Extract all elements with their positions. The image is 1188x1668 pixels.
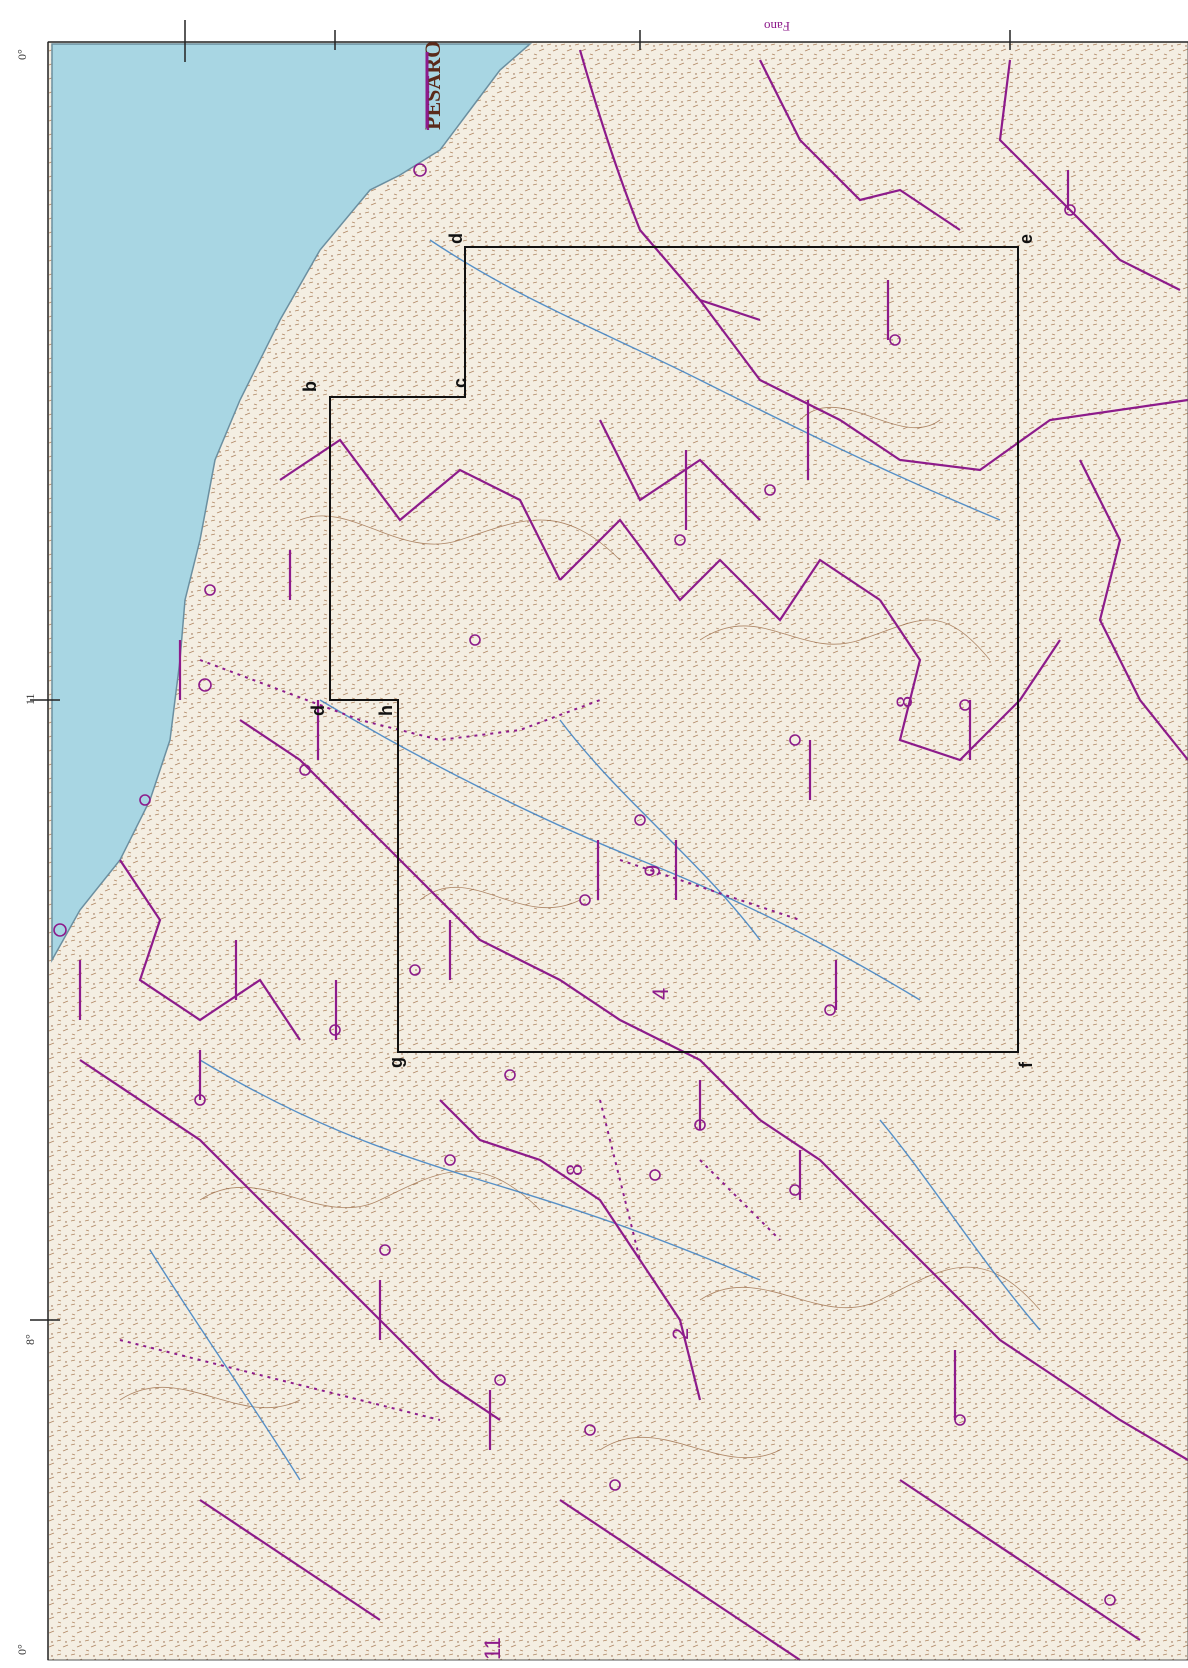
- inset-corner-d2: d: [308, 705, 328, 716]
- top-margin-note: Fano: [764, 19, 790, 34]
- region-number: 4: [648, 988, 673, 1000]
- inset-corner-d: d: [446, 233, 466, 244]
- inset-corner-f: f: [1016, 1061, 1036, 1068]
- inset-corner-g: g: [386, 1057, 406, 1068]
- left-margin-label-2: 11: [23, 693, 37, 705]
- region-number: 2: [668, 1328, 693, 1340]
- admin-borders: [79, 49, 1188, 1661]
- inset-corner-e: e: [1016, 234, 1036, 244]
- inset-corner-b: b: [300, 381, 320, 392]
- region-number: 8: [562, 1164, 587, 1176]
- left-margin-label-4: 0°: [15, 1644, 29, 1655]
- inset-corner-c: c: [450, 378, 470, 388]
- left-margin-label-1: 0°: [15, 49, 29, 60]
- admin-borders-dashed: [119, 659, 801, 1421]
- city-label: PESARO: [420, 41, 445, 130]
- region-number: 9: [640, 865, 665, 877]
- inset-corner-h: h: [376, 705, 396, 716]
- left-margin-label-3: 8°: [23, 1334, 37, 1345]
- region-number: 11: [480, 1637, 505, 1660]
- inset-frame: [329, 246, 1019, 1053]
- rivers: [149, 239, 1041, 1481]
- place-name-bars: [78, 76, 1070, 1450]
- region-number: 8: [892, 696, 917, 708]
- sea-area: [51, 43, 533, 963]
- terrain-contours: [119, 407, 1041, 1459]
